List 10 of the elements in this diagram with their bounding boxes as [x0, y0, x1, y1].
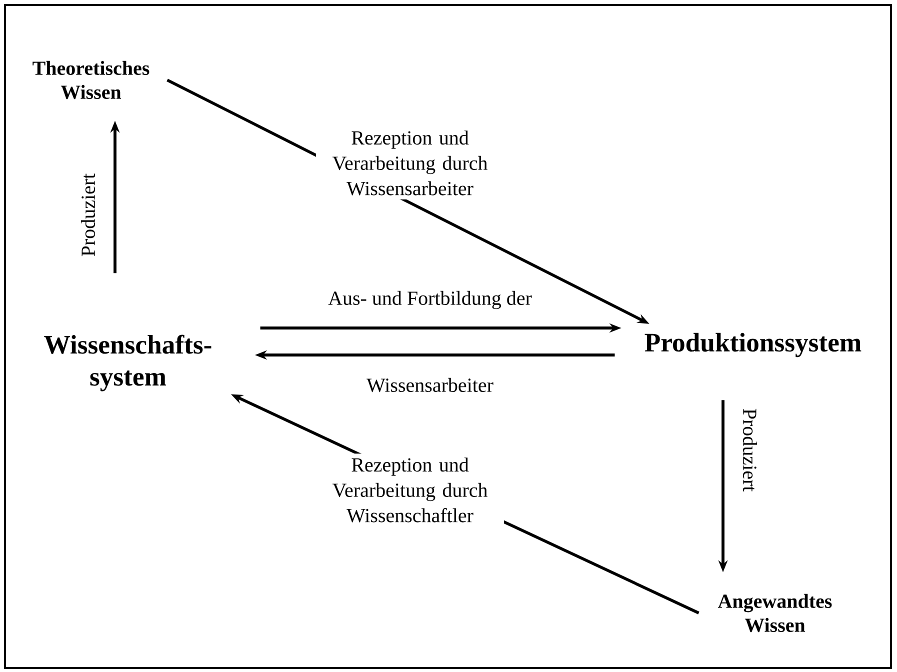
edge-label: Rezeption und Verarbeitung durch Wissenschaftler	[316, 454, 504, 526]
concept-label: Angewandtes Wissen	[718, 594, 832, 632]
edge-label: Wissensarbeiter	[362, 374, 498, 396]
concept-label: Theoretisches Wissen	[32, 60, 150, 100]
concept-label: Wissenschafts- system	[44, 334, 212, 392]
edge-label: Rezeption und Verarbeitung durch Wissensarbeiter	[316, 126, 504, 200]
edge-label: Aus- und Fortbildung der	[324, 286, 536, 314]
edge-label: Produziert	[76, 169, 100, 261]
concept-label: Produktionssystem	[644, 332, 862, 358]
edge-label: Produziert	[738, 404, 762, 496]
